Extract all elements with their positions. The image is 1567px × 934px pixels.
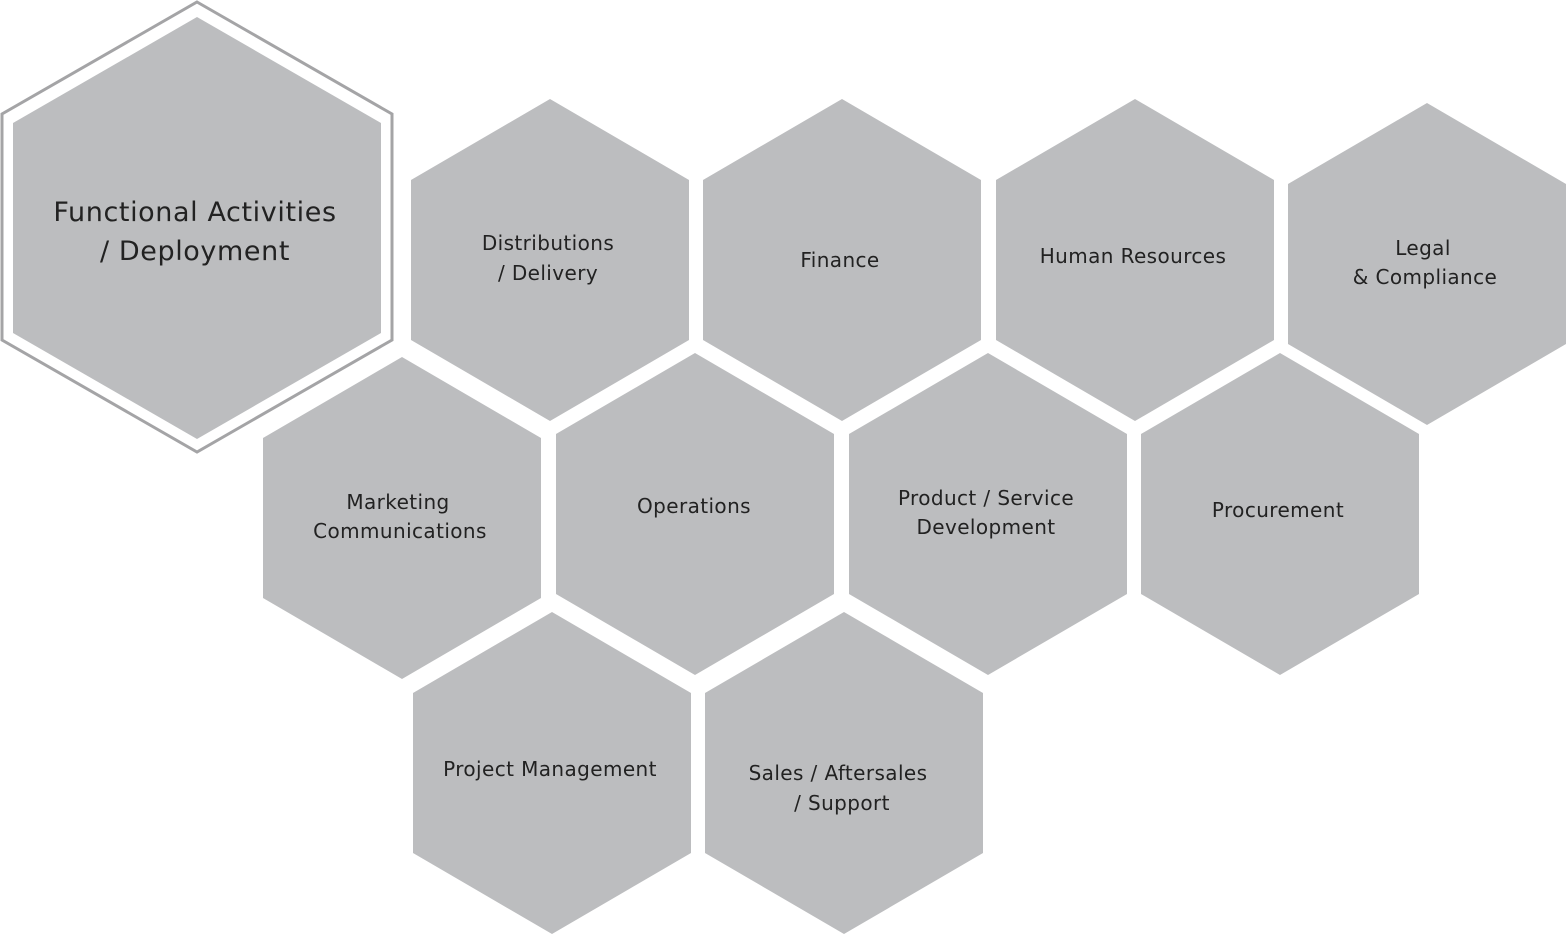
hexagon-label-line2: Development [916, 515, 1055, 539]
hexagon-distributions-delivery: Distributions / Delivery [411, 99, 689, 421]
hexagon-shape [996, 99, 1274, 421]
hexagon-finance: Finance [703, 99, 981, 421]
main-hexagon-shape [13, 17, 381, 439]
hexagon-sales-aftersales-support: Sales / Aftersales / Support [705, 612, 983, 934]
hexagon-label-line2: / Support [794, 791, 890, 815]
main-hexagon: Functional Activities / Deployment [0, 0, 394, 454]
hexagon-label-line1: Finance [800, 248, 879, 272]
hexagon-label-line1: Legal [1395, 236, 1451, 260]
hexagon-procurement: Procurement [1141, 353, 1419, 675]
hexagon-shape [556, 353, 834, 675]
hexagon-shape [703, 99, 981, 421]
hexagon-marketing-communications: Marketing Communications [263, 357, 541, 679]
hexagon-project-management: Project Management [413, 612, 691, 934]
hexagon-human-resources: Human Resources [996, 99, 1274, 421]
hexagon-shape [263, 357, 541, 679]
hexagon-label-line2: Communications [313, 519, 487, 543]
hexagon-label-line2: / Delivery [498, 261, 598, 285]
hexagon-label-line1: Marketing [346, 490, 449, 514]
hexagon-label-line1: Sales / Aftersales [749, 761, 928, 785]
hexagon-label-line1: Product / Service [898, 486, 1074, 510]
hexagon-shape [705, 612, 983, 934]
hexagon-legal-compliance: Legal & Compliance [1288, 103, 1566, 425]
hexagon-product-service-development: Product / Service Development [849, 353, 1127, 675]
hexagon-label-line1: Operations [637, 494, 751, 518]
hexagon-label-line1: Project Management [443, 757, 657, 781]
hexagon-label-line1: Distributions [482, 231, 614, 255]
hexagon-shape [1141, 353, 1419, 675]
main-hexagon-outline [0, 0, 394, 454]
hexagon-label-line2: & Compliance [1353, 265, 1497, 289]
hexagon-label-line1: Human Resources [1040, 244, 1227, 268]
hexagon-shape [849, 353, 1127, 675]
main-hexagon-title-line1: Functional Activities [53, 197, 336, 228]
hexagon-shape [411, 99, 689, 421]
hexagon-label-line1: Procurement [1212, 498, 1344, 522]
hexagon-shape [1288, 103, 1566, 425]
main-hexagon-title-line2: / Deployment [100, 236, 290, 267]
hexagon-operations: Operations [556, 353, 834, 675]
hexagon-shape [413, 612, 691, 934]
